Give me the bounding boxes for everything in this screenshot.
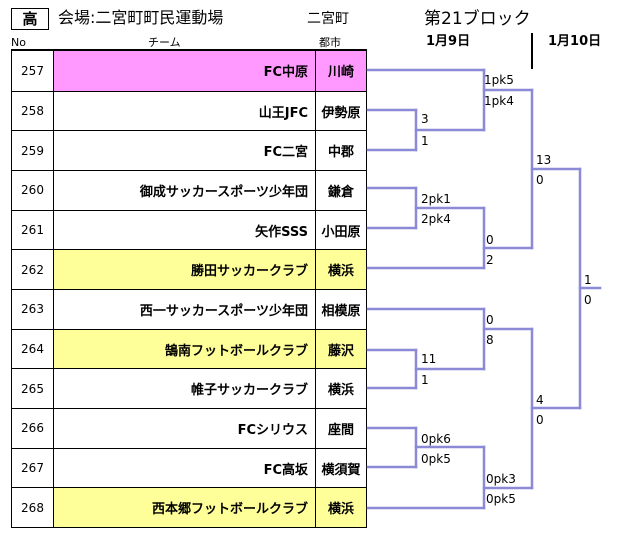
match-score: 2pk1 [421,192,451,206]
match-score: 1 [584,273,592,287]
match-score: 0pk6 [421,432,451,446]
match-score: 0 [486,313,494,327]
team-row: 268 西本郷フットボールクラブ横浜 [12,487,366,528]
team-row: 267 FC高坂横須賀 [12,447,366,488]
team-name: 西本郷フットボールクラブ [53,488,315,528]
team-number: 257 [21,63,44,78]
team-number: 263 [21,302,44,317]
match-score: 13 [536,153,552,167]
team-row: 259 FC二宮中郡 [12,130,366,171]
match-score: 0pk5 [421,452,451,466]
team-city: 相模原 [315,290,366,329]
team-city: 小田原 [315,210,366,250]
host-town: 二宮町 [307,11,349,27]
match-score: 11 [421,352,437,366]
column-header-city: 都市 [319,36,341,49]
team-number: 261 [21,223,44,238]
team-number: 262 [21,262,44,277]
team-number: 265 [21,381,44,396]
team-name: FC中原 [53,51,315,91]
match-score: 0 [536,173,544,187]
match-score: 2pk4 [421,212,451,226]
team-name: 御成サッカースポーツ少年団 [53,171,315,210]
date-round-2: 1月10日 [548,34,602,49]
team-row: 264 鵠南フットボールクラブ藤沢 [12,328,366,369]
match-score: 0pk5 [486,492,516,506]
team-city: 川崎 [315,51,366,91]
column-header-team: チーム [148,36,181,49]
team-name: 西一サッカースポーツ少年団 [53,290,315,329]
team-number: 267 [21,461,44,476]
match-score: 0 [486,233,494,247]
team-number: 259 [21,143,44,158]
match-score: 1pk4 [484,94,514,108]
team-number: 268 [21,500,44,515]
team-name: 鵠南フットボールクラブ [53,329,315,369]
team-name: 矢作SSS [53,210,315,250]
team-row: 257 FC中原川崎 [12,51,366,91]
venue-title: 会場:二宮町町民運動場 [58,8,224,27]
match-score: 0 [536,413,544,427]
match-score: 8 [486,333,494,347]
team-name: 帷子サッカークラブ [53,369,315,409]
match-score: 0pk3 [486,472,516,486]
team-city: 座間 [315,409,366,448]
level-badge: 高 [11,8,49,30]
team-city: 横浜 [315,250,366,290]
date-round-1: 1月9日 [426,34,471,49]
column-header-no: No [11,36,26,49]
match-score: 1 [421,373,429,387]
team-city: 横浜 [315,369,366,409]
team-city: 中郡 [315,131,366,171]
team-number: 258 [21,104,44,119]
team-row: 260 御成サッカースポーツ少年団鎌倉 [12,170,366,210]
block-title: 第21ブロック [424,9,531,29]
match-score: 2 [486,253,494,267]
team-row: 262 勝田サッカークラブ横浜 [12,249,366,290]
team-name: 山王JFC [53,91,315,131]
match-score: 1pk5 [484,73,514,87]
match-score: 1 [421,134,429,148]
match-score: 0 [584,293,592,307]
team-number: 264 [21,342,44,357]
match-score: 3 [421,112,429,126]
team-name: 勝田サッカークラブ [53,250,315,290]
team-row: 266 FCシリウス座間 [12,408,366,448]
team-city: 藤沢 [315,329,366,369]
team-row: 263 西一サッカースポーツ少年団相模原 [12,289,366,329]
match-score: 4 [536,393,544,407]
team-name: FC二宮 [53,131,315,171]
team-city: 鎌倉 [315,171,366,210]
team-city: 横須賀 [315,448,366,488]
date-divider [531,33,533,69]
team-number: 260 [21,183,44,198]
team-name: FC高坂 [53,448,315,488]
team-city: 伊勢原 [315,91,366,131]
team-row: 265 帷子サッカークラブ横浜 [12,368,366,409]
team-city: 横浜 [315,488,366,528]
team-number: 266 [21,421,44,436]
team-name: FCシリウス [53,409,315,448]
